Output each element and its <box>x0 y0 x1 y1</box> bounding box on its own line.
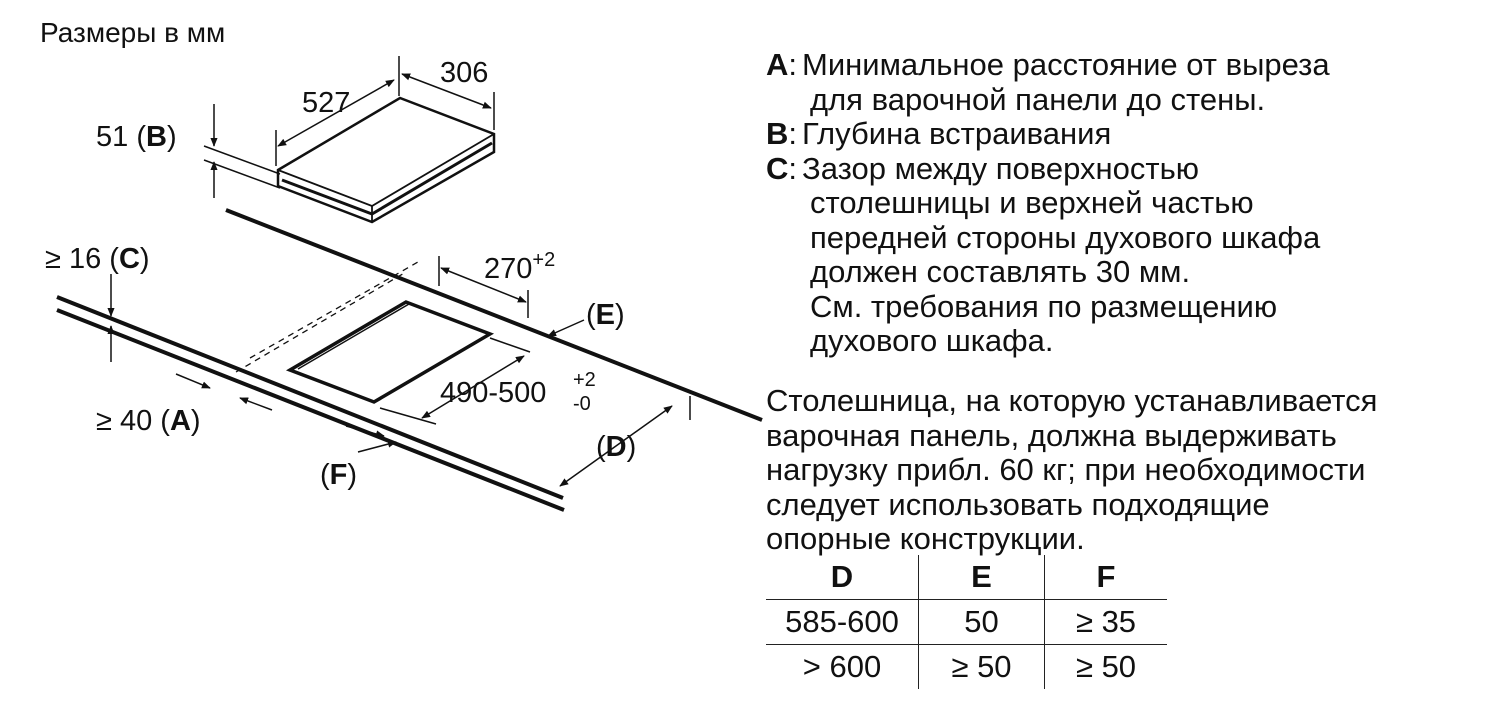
dimensions-table: D E F 585-600 50 ≥ 35 > 600 ≥ 50 ≥ 50 <box>766 555 1167 689</box>
cutout-depth-tol-minus: -0 <box>573 393 591 415</box>
load-note: Столешница, на которую устанавливается в… <box>766 383 1486 557</box>
f-label: (F) <box>320 459 357 491</box>
note-line: варочная панель, должна выдерживать <box>766 417 1337 453</box>
note-line: опорные конструкции. <box>766 521 1085 556</box>
e-dimension: (E) <box>547 299 625 337</box>
min-a-label: ≥ 40 (A) <box>96 405 201 437</box>
cutout-depth-tol-plus: +2 <box>573 369 596 391</box>
cutout-depth-label: 490-500 <box>440 377 546 409</box>
gap-label: ≥ 16 (C) <box>45 243 150 275</box>
table-header-row: D E F <box>766 555 1167 600</box>
worktop-edge <box>56 295 565 512</box>
legend-text: См. требования по размещению <box>810 288 1278 324</box>
gap-dimension: ≥ 16 (C) <box>45 243 150 362</box>
legend: A:Минимальное расстояние от выреза для в… <box>766 47 1486 359</box>
width-label: 306 <box>440 57 488 89</box>
legend-text: должен составлять 30 мм. <box>810 254 1191 289</box>
table-cell: ≥ 35 <box>1044 599 1167 645</box>
e-label: (E) <box>586 299 625 331</box>
f-dimension: (F) <box>320 425 397 491</box>
legend-key: C <box>766 150 789 186</box>
table-cell: > 600 <box>802 649 882 684</box>
d-label: (D) <box>596 431 636 463</box>
legend-key: A <box>766 47 789 82</box>
height-dimension: 51 (B) <box>96 104 281 198</box>
table-cell: 585-600 <box>766 599 919 645</box>
table-cell: ≥ 50 <box>918 644 1045 689</box>
legend-text: духового шкафа. <box>810 323 1054 358</box>
hob-unit <box>276 96 496 224</box>
legend-text: Минимальное расстояние от выреза <box>802 47 1330 82</box>
table-header-e: E <box>918 555 1045 600</box>
depth-dimension: 527 <box>275 79 395 166</box>
table-header-d: D <box>766 555 919 600</box>
legend-text: Глубина встраивания <box>802 116 1112 151</box>
legend-item-a: A:Минимальное расстояние от выреза для в… <box>766 47 1486 117</box>
legend-key: B <box>766 116 789 151</box>
legend-item-b: B:Глубина встраивания <box>766 116 1112 151</box>
table-row: > 600 ≥ 50 ≥ 50 <box>766 644 1167 689</box>
table-cell: 50 <box>918 599 1045 645</box>
note-line: Столешница, на которую устанавливается <box>766 383 1378 418</box>
depth-label: 527 <box>302 87 350 119</box>
legend-text: передней стороны духового шкафа <box>810 219 1321 255</box>
d-dimension: (D) <box>559 396 691 487</box>
legend-text: для варочной панели до стены. <box>810 81 1266 117</box>
note-line: следует использовать подходящие <box>766 486 1270 522</box>
table-header-f: F <box>1044 555 1167 600</box>
note-line: нагрузку прибл. 60 кг; при необходимости <box>766 452 1366 487</box>
width-dimension: 306 <box>398 56 495 130</box>
height-label: 51 (B) <box>96 121 177 153</box>
cutout <box>285 300 495 404</box>
wall-line <box>225 208 763 422</box>
dimensions-title: Размеры в мм <box>40 17 225 48</box>
legend-text: столешницы и верхней частью <box>810 185 1254 220</box>
legend-item-c: C:Зазор между поверхностью столешницы и … <box>766 150 1486 359</box>
min-a-dimension: ≥ 40 (A) <box>96 373 273 437</box>
table-row: 585-600 50 ≥ 35 <box>766 599 1167 645</box>
cutout-width-dimension: 270+2 <box>438 249 555 318</box>
cutout-width-label: 270+2 <box>484 249 555 285</box>
table-cell: ≥ 50 <box>1044 644 1167 689</box>
legend-text: Зазор между поверхностью <box>802 150 1199 186</box>
